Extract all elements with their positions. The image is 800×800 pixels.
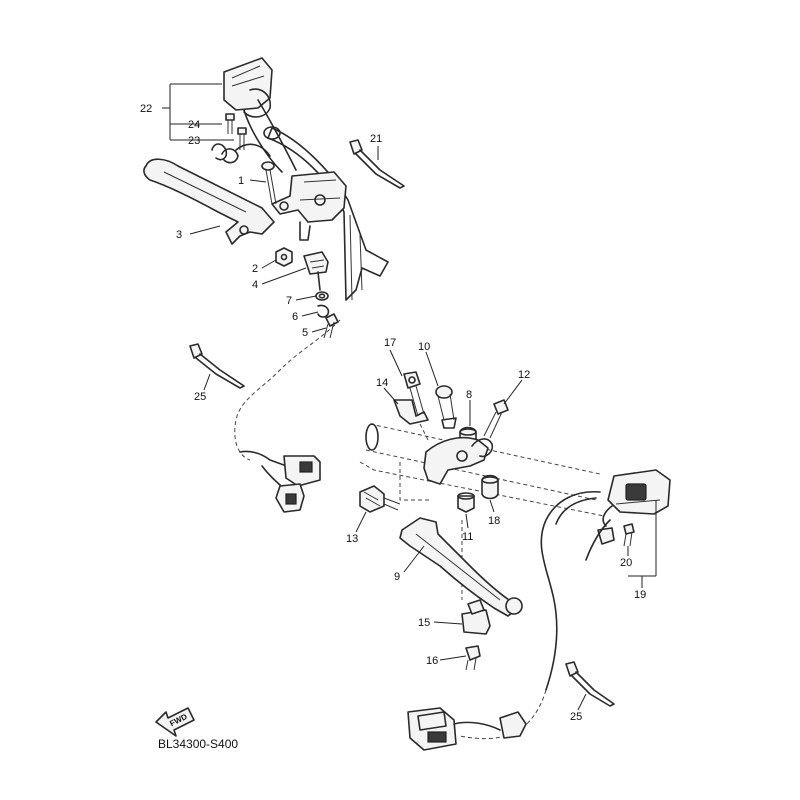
piston-11 xyxy=(457,492,475,513)
callout-25-right: 25 xyxy=(570,711,582,723)
callout-7: 7 xyxy=(286,295,292,307)
leader-lines xyxy=(162,83,657,711)
fwd-arrow-icon: FWD xyxy=(155,707,195,737)
callout-18: 18 xyxy=(488,515,500,527)
bolt-12 xyxy=(483,399,509,439)
callout-13: 13 xyxy=(346,533,358,545)
washer-7 xyxy=(315,291,329,301)
screw-20 xyxy=(623,523,635,547)
connector-bottom xyxy=(407,707,527,751)
callout-21: 21 xyxy=(370,133,382,145)
cable-tie-25-right xyxy=(565,661,615,707)
handlebar-upper xyxy=(263,126,389,301)
switch-15 xyxy=(461,599,491,635)
callout-22: 22 xyxy=(140,103,152,115)
callout-11: 11 xyxy=(462,531,473,543)
diagram-code: BL34300-S400 xyxy=(158,737,238,751)
holder-14 xyxy=(393,399,429,425)
screw-5 xyxy=(323,313,339,339)
right-switch-housing xyxy=(602,469,671,527)
clutch-lever xyxy=(143,158,275,245)
callout-19: 19 xyxy=(634,589,646,601)
nut-2 xyxy=(275,247,293,267)
wire-clips xyxy=(211,143,271,164)
callout-6: 6 xyxy=(292,311,298,323)
connector-right-small xyxy=(597,527,615,545)
callout-24: 24 xyxy=(188,119,200,131)
callout-9: 9 xyxy=(394,571,400,583)
callout-3: 3 xyxy=(176,229,182,241)
clutch-perch xyxy=(271,171,347,241)
screw-24 xyxy=(225,113,235,134)
callout-2: 2 xyxy=(252,263,258,275)
callout-labels: 22 24 23 21 1 3 2 4 7 6 5 25 17 10 14 8 … xyxy=(140,103,646,723)
brake-lever xyxy=(399,517,523,617)
handlebar-lower xyxy=(359,423,605,517)
callout-4: 4 xyxy=(252,279,258,291)
callout-17: 17 xyxy=(384,337,396,349)
callout-1: 1 xyxy=(238,175,244,187)
callout-16: 16 xyxy=(426,655,438,667)
callout-10: 10 xyxy=(418,341,430,353)
switch-4 xyxy=(303,251,329,291)
callout-15: 15 xyxy=(418,617,430,629)
callout-5: 5 xyxy=(302,327,308,339)
bolt-17 xyxy=(403,371,425,417)
callout-20: 20 xyxy=(620,557,632,569)
callout-12: 12 xyxy=(518,369,530,381)
spacer-18 xyxy=(481,474,499,500)
clip-6 xyxy=(317,304,330,318)
screw-23 xyxy=(237,127,247,150)
bolt-1 xyxy=(261,161,277,205)
callout-25-left: 25 xyxy=(194,391,206,403)
callout-8: 8 xyxy=(466,389,472,401)
cable-tie-25-left xyxy=(189,343,245,389)
left-switch-housing xyxy=(223,57,297,173)
connector-left xyxy=(239,450,321,513)
bolt-10 xyxy=(435,385,457,429)
callout-23: 23 xyxy=(188,135,200,147)
callout-14: 14 xyxy=(376,377,388,389)
screw-16 xyxy=(465,645,481,671)
brake-lever-holder xyxy=(423,436,494,485)
adjuster-13 xyxy=(359,485,401,513)
cable-tie-21 xyxy=(349,139,405,189)
